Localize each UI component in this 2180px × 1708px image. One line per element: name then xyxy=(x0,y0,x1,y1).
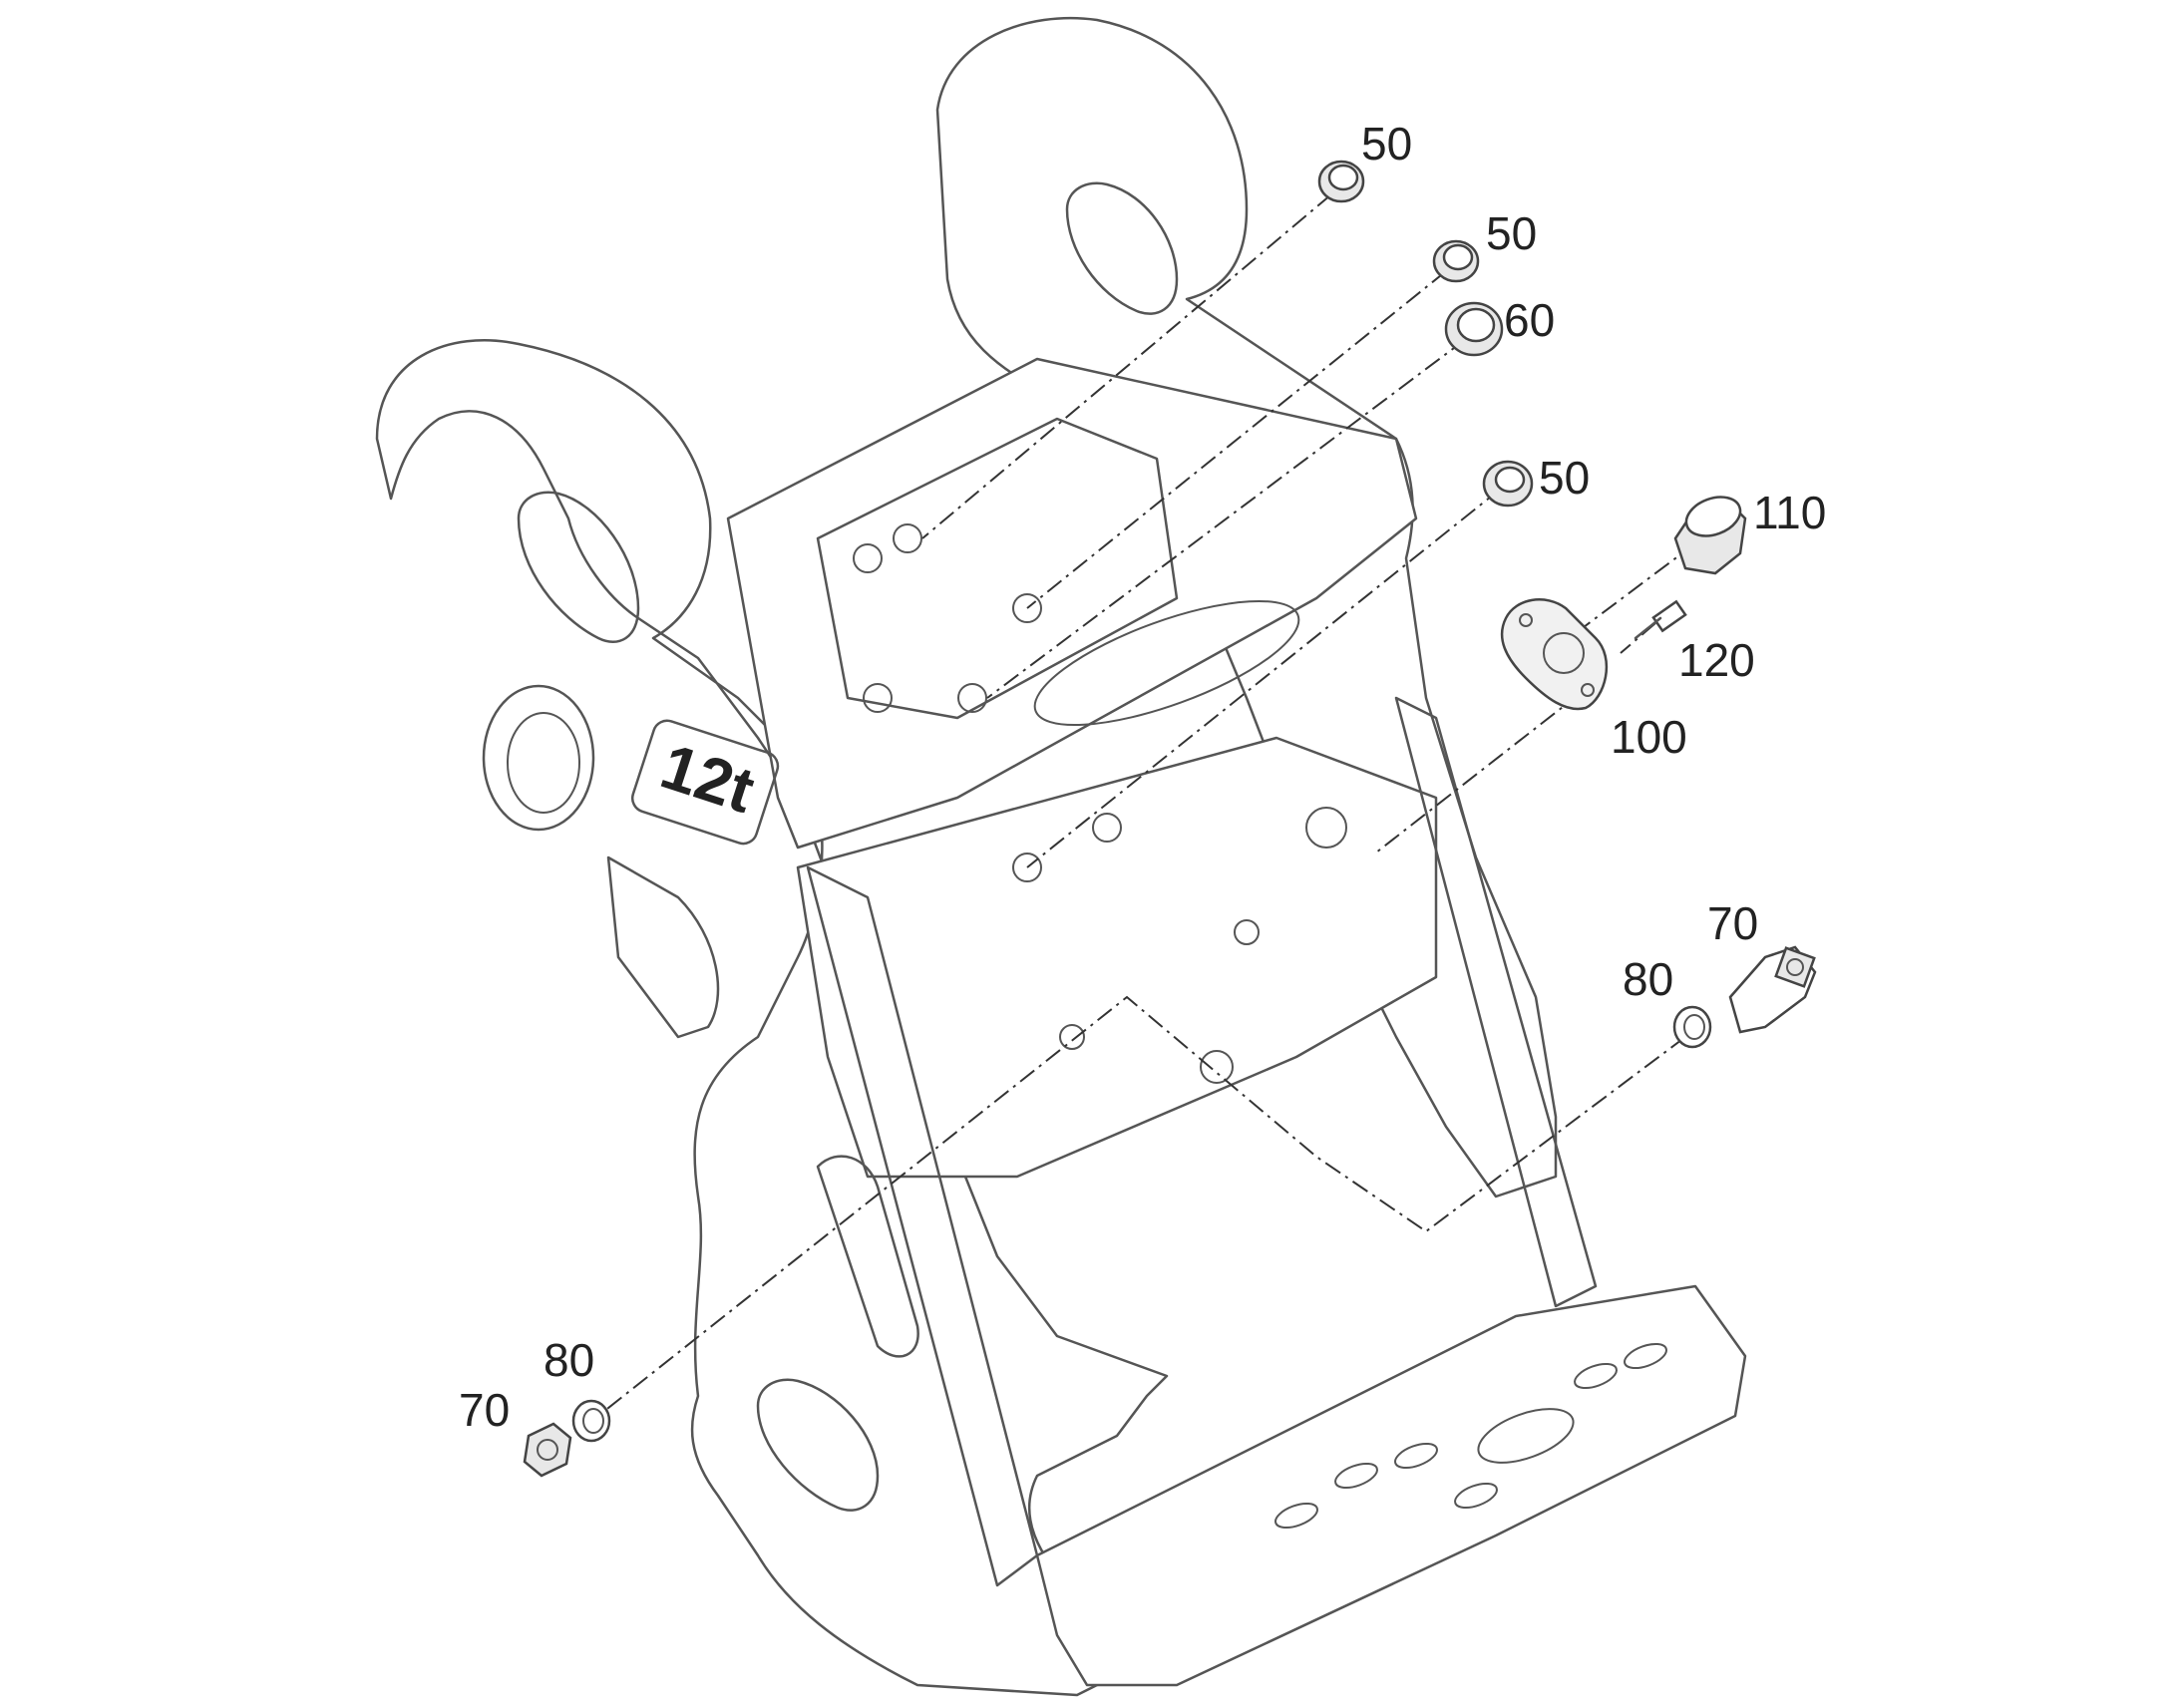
screw-120 xyxy=(1634,599,1687,640)
base-plate-hole-b xyxy=(1394,1442,1438,1470)
left-plate-boss xyxy=(482,684,595,832)
leader-60 xyxy=(986,338,1467,699)
washer-80-left xyxy=(571,1399,611,1443)
callout-50-top: 50 xyxy=(1361,118,1412,170)
coupler-frame: 12t xyxy=(375,16,1747,1697)
frame-hole-9 xyxy=(1234,919,1260,945)
right-hook-slot xyxy=(1065,181,1179,315)
frame-hole-6 xyxy=(1012,853,1042,882)
washer-80-right xyxy=(1672,1005,1712,1049)
elbow-fitting-70-right xyxy=(1728,945,1817,1034)
upper-mounting-block xyxy=(816,417,1179,720)
fitting-110 xyxy=(1673,496,1747,575)
frame-hole-8 xyxy=(1305,807,1347,849)
base-plate-hole-a xyxy=(1334,1462,1378,1490)
frame-hole-5 xyxy=(863,683,893,713)
right-vertical-rail xyxy=(1394,696,1598,1308)
plug-60 xyxy=(1444,301,1504,357)
callout-labels: 50 50 60 50 110 120 100 70 80 80 70 xyxy=(459,118,1826,1436)
callout-50-third: 50 xyxy=(1539,452,1590,504)
plug-50-second xyxy=(1432,239,1480,283)
left-side-plate xyxy=(375,339,1169,1697)
base-plate-hole-e xyxy=(1274,1502,1318,1530)
middle-cross-beam xyxy=(796,736,1438,1179)
base-plate-hole-f xyxy=(1454,1482,1498,1510)
plug-50-third xyxy=(1482,460,1534,508)
frame-hole-11 xyxy=(1200,1050,1234,1084)
left-plate-long-slot xyxy=(816,1155,919,1358)
callout-100: 100 xyxy=(1611,711,1687,763)
leader-100 xyxy=(1375,692,1582,854)
frame-hole-2 xyxy=(893,523,922,553)
leader-50-second xyxy=(1026,270,1447,609)
frame-hole-3 xyxy=(1012,593,1042,623)
leader-70-right xyxy=(597,995,1686,1417)
base-plate-hole-c xyxy=(1574,1362,1618,1390)
frame-hole-7 xyxy=(1092,813,1122,843)
base-plate-hole-d xyxy=(1624,1342,1667,1370)
callout-110: 110 xyxy=(1753,487,1826,538)
top-beam-oval-slot xyxy=(1033,599,1300,727)
frame-hole-4 xyxy=(957,683,987,713)
callout-70-left: 70 xyxy=(459,1384,510,1436)
frame-hole-10 xyxy=(1059,1024,1085,1050)
callout-120: 120 xyxy=(1678,634,1755,686)
leader-50-top xyxy=(921,193,1332,539)
plug-50-top xyxy=(1317,160,1365,203)
left-plate-boss-bore xyxy=(507,712,580,814)
leader-50-third xyxy=(1026,488,1502,868)
frame-hole-1 xyxy=(853,543,883,573)
callout-60: 60 xyxy=(1504,294,1555,346)
exploded-components xyxy=(523,160,1817,1478)
bottom-hook-slot xyxy=(756,1378,880,1512)
base-plate-center-hole xyxy=(1477,1408,1575,1464)
callout-80-right: 80 xyxy=(1623,953,1673,1005)
callout-80-left: 80 xyxy=(544,1334,594,1386)
top-cross-beam xyxy=(726,357,1418,850)
left-plate-lug xyxy=(606,855,720,1039)
bottom-base-plate xyxy=(1035,1284,1747,1687)
callout-50-second: 50 xyxy=(1486,207,1537,259)
left-hook-slot xyxy=(517,491,640,643)
nut-70-left xyxy=(523,1422,572,1478)
flange-plate-100 xyxy=(1500,598,1609,711)
callout-70-right: 70 xyxy=(1707,897,1758,949)
